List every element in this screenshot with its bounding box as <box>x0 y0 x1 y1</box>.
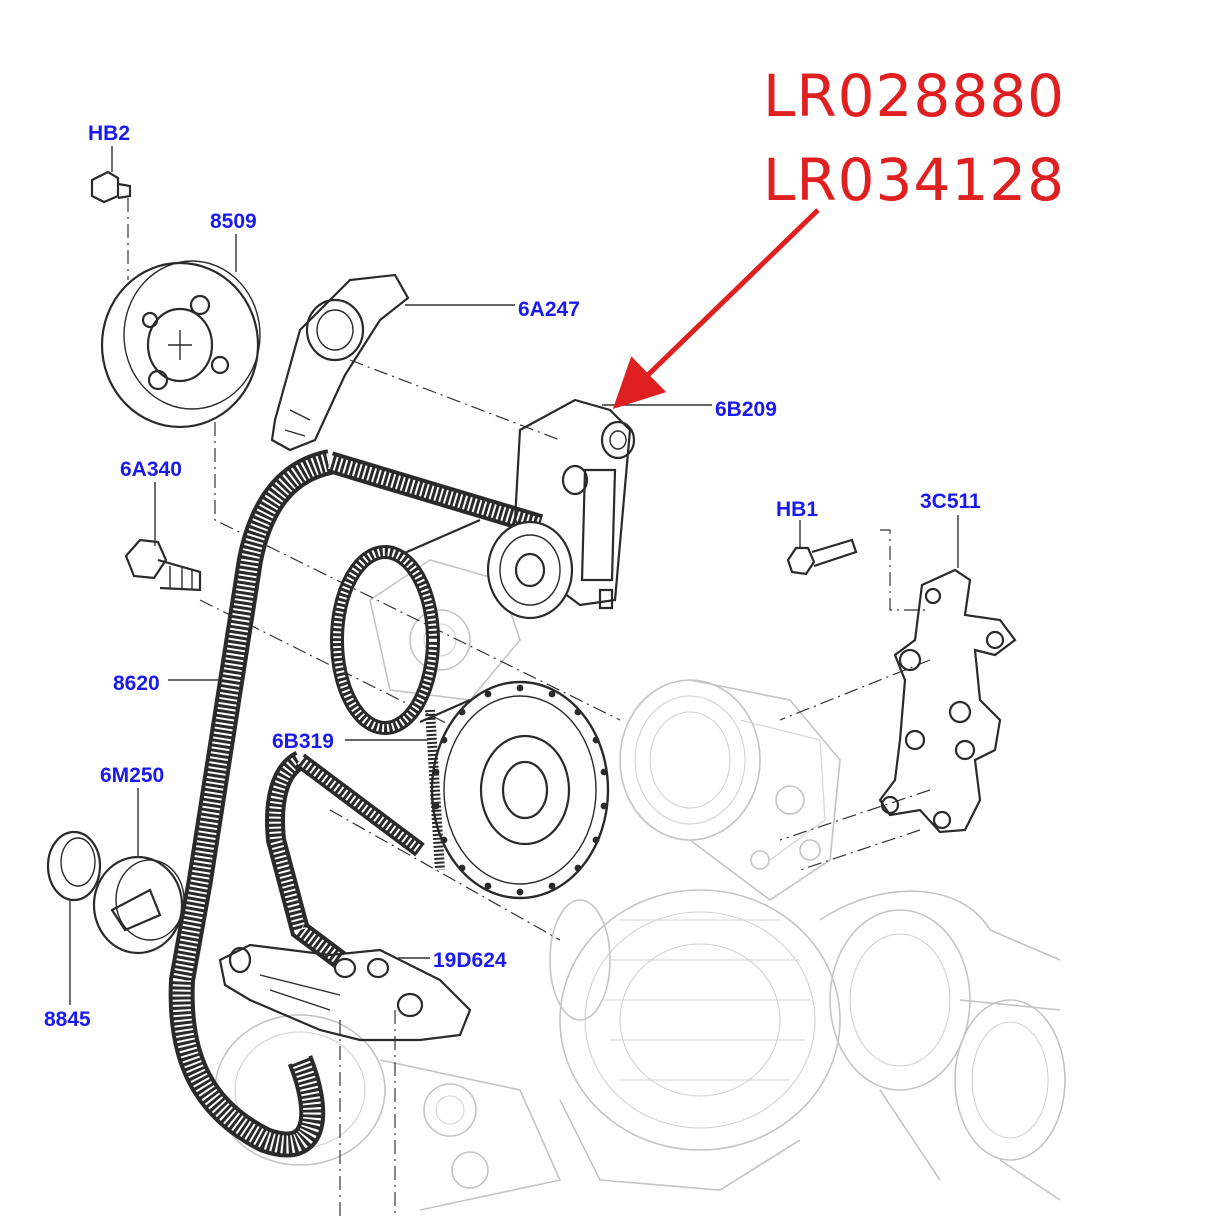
bolt-hb1 <box>786 538 858 576</box>
callout-3c511: 3C511 <box>920 490 981 513</box>
callout-hb1: HB1 <box>776 498 818 521</box>
tensioner-6b209 <box>486 398 636 620</box>
crankshaft-ghost <box>819 890 1066 1201</box>
bracket-19d624 <box>218 943 472 1042</box>
idler-6m250 <box>92 855 185 955</box>
callout-8509: 8509 <box>210 210 257 233</box>
part-number-1: LR028880 <box>763 62 1065 130</box>
part-number-2: LR034128 <box>763 146 1065 214</box>
callout-6m250: 6M250 <box>100 764 164 787</box>
pulley-8509 <box>100 260 261 429</box>
callout-19d624: 19D624 <box>433 949 507 972</box>
bolt-hb2 <box>90 170 132 204</box>
callout-8620: 8620 <box>113 672 160 695</box>
drive-belt-6b319 <box>265 751 425 968</box>
cap-8845 <box>46 830 102 902</box>
bracket-3c511 <box>878 568 1017 834</box>
ac-compressor-ghost <box>214 1014 562 1211</box>
bracket-6a247 <box>270 273 410 452</box>
alternator-ghost <box>549 889 841 1191</box>
crank-pulley-6b319 <box>425 680 610 900</box>
ac-pulley-belt <box>330 518 481 735</box>
steering-pump-ghost <box>619 679 841 901</box>
drive-belt-8620 <box>168 449 544 1158</box>
compressor-ghost <box>369 559 521 701</box>
callout-hb2: HB2 <box>88 122 130 145</box>
callout-6a247: 6A247 <box>518 298 580 321</box>
background-engine-ghost <box>214 559 1066 1211</box>
callout-6b209: 6B209 <box>715 398 777 421</box>
bolt-6a340 <box>124 538 202 592</box>
callout-8845: 8845 <box>44 1008 91 1031</box>
callout-6b319: 6B319 <box>272 730 334 753</box>
callout-6a340: 6A340 <box>120 458 182 481</box>
red-pointer-arrow <box>612 208 820 409</box>
